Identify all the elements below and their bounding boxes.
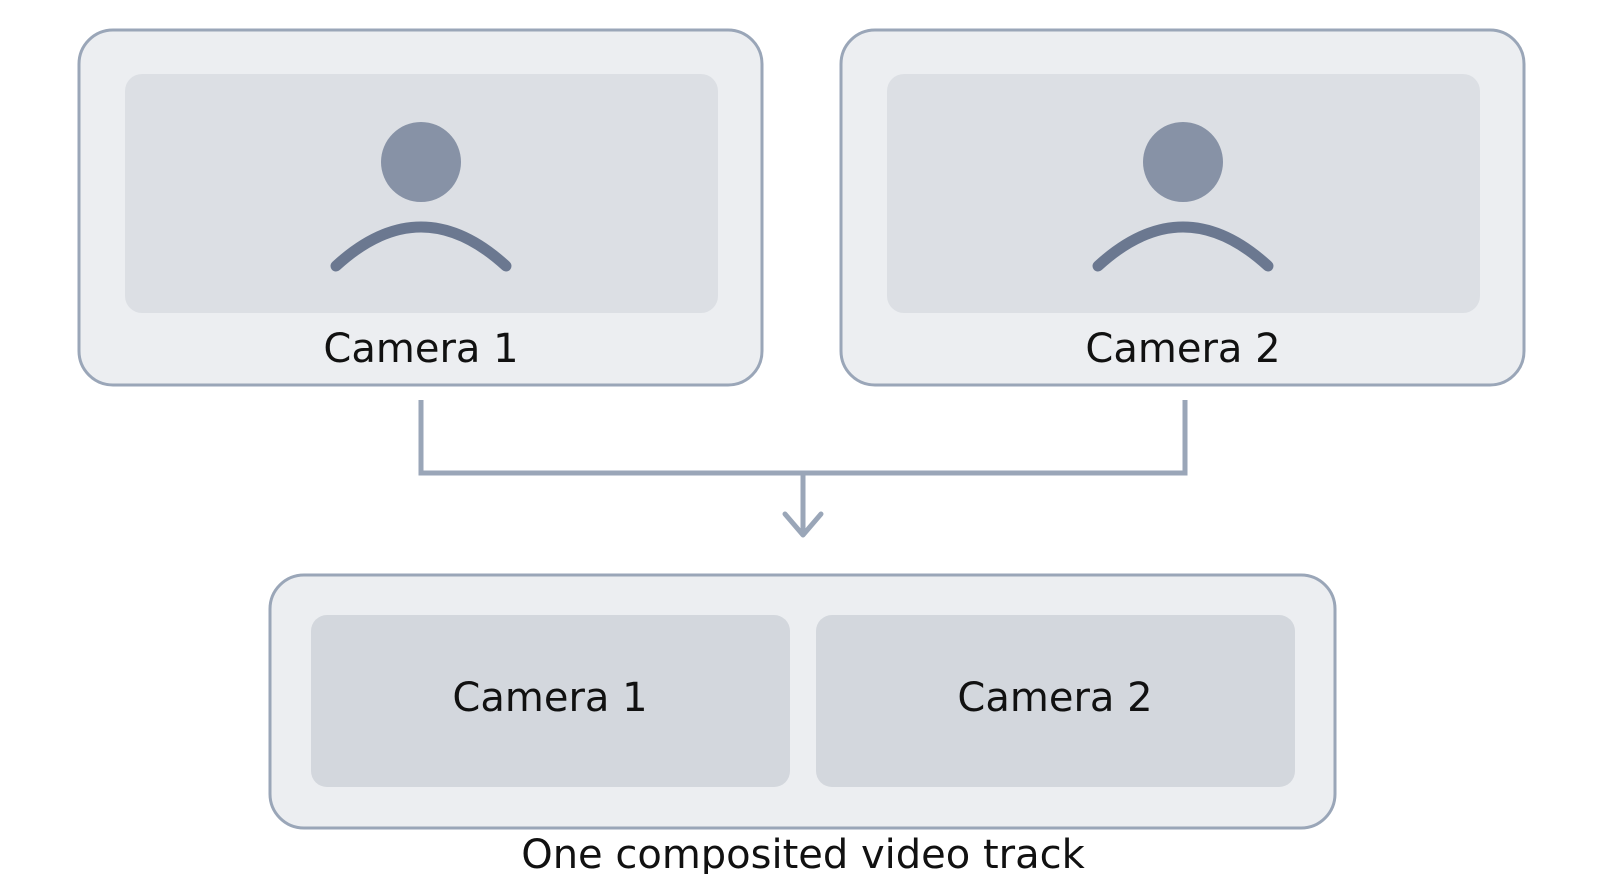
- person-icon: [1092, 122, 1274, 272]
- person-head-icon: [381, 122, 461, 202]
- composite-tile-camera-1: [311, 615, 790, 787]
- composite-caption: One composited video track: [521, 832, 1085, 874]
- composite-output-card: Camera 1 Camera 2: [268, 573, 1337, 830]
- merge-connector: [418, 400, 1188, 538]
- person-icon: [330, 122, 512, 272]
- camera-2-label: Camera 2: [1085, 326, 1280, 372]
- camera-2-source-card: Camera 2: [839, 28, 1526, 387]
- composite-tile-camera-2-label: Camera 2: [957, 675, 1152, 721]
- composite-tile-camera-1-label: Camera 1: [452, 675, 647, 721]
- person-shoulders-icon: [1092, 221, 1274, 272]
- camera-1-source-card: Camera 1: [77, 28, 764, 387]
- composite-tile-camera-2: [816, 615, 1295, 787]
- arrow-down-icon: [782, 511, 824, 538]
- person-head-icon: [1143, 122, 1223, 202]
- person-shoulders-icon: [330, 221, 512, 272]
- camera-1-label: Camera 1: [323, 326, 518, 372]
- merge-lines: [418, 400, 1188, 476]
